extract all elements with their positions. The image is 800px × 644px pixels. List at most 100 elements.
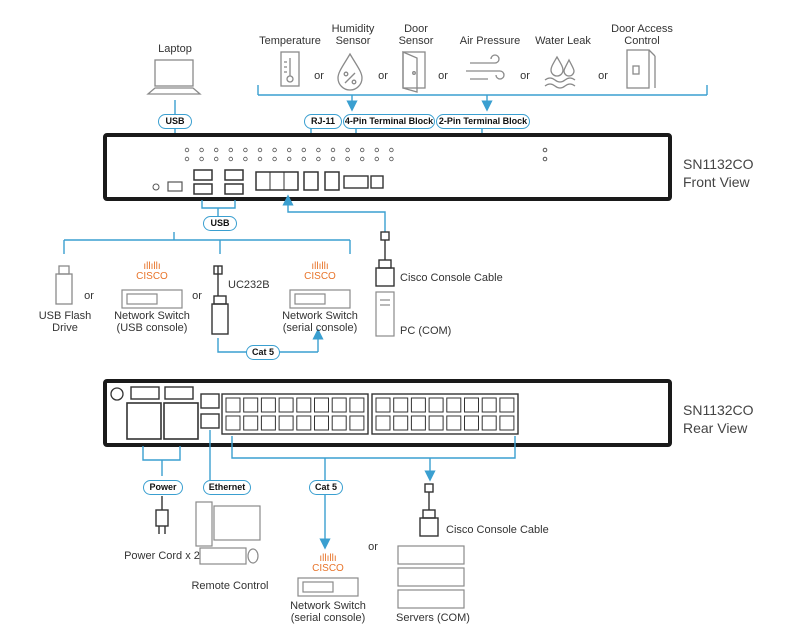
rj45-port (428, 397, 444, 413)
console-cable-icon (375, 231, 395, 287)
rear-switch-serial-icon (297, 577, 359, 597)
led-indicator (213, 156, 219, 162)
ethernet-connector-label: Ethernet (203, 480, 251, 495)
sensor-label-air-pressure: Air Pressure (459, 35, 521, 47)
led-indicator (374, 156, 379, 162)
usb-flash-drive-icon (55, 265, 73, 305)
led-indicator (360, 147, 365, 153)
rj45-port (464, 397, 479, 413)
pc-icon (375, 291, 395, 337)
water-leak-icon (544, 55, 576, 89)
rear-console-cable-label: Cisco Console Cable (446, 524, 549, 536)
rj45-port (393, 397, 409, 413)
rj11-connector-label: RJ-11 (304, 114, 342, 129)
rj45-port (393, 415, 409, 431)
switch-usb-label: Network Switch(USB console) (114, 310, 190, 334)
remote-control-icon (195, 501, 261, 565)
rj45-port (243, 415, 259, 431)
rj45-port (349, 415, 365, 431)
led-indicator (389, 156, 394, 162)
led-indicator (272, 147, 277, 153)
rj45-port (314, 397, 329, 413)
led-indicator (330, 147, 336, 153)
switch-serial-label: Network Switch(serial console) (282, 310, 358, 334)
led-indicator (389, 147, 394, 153)
air-pressure-icon (466, 54, 505, 80)
rj45-port (278, 397, 294, 413)
rj45-port (410, 397, 426, 413)
uc232b-adapter-icon (211, 265, 229, 335)
led-indicator (345, 147, 350, 153)
led-indicator (228, 156, 233, 162)
led-indicator (301, 147, 306, 153)
2pin-connector-label: 2-Pin Terminal Block (436, 114, 530, 129)
servers-label: Servers (COM) (396, 612, 470, 624)
rj45-port (499, 415, 515, 431)
front-device-name: SN1132CO (683, 156, 754, 172)
rear-switch-serial-label: Network Switch(serial console) (290, 600, 366, 624)
rj45-port (260, 415, 276, 431)
led-indicator (199, 147, 204, 153)
rj45-port (225, 415, 241, 431)
or-text: or (192, 290, 202, 302)
rj45-port (331, 397, 347, 413)
led-indicator (287, 147, 292, 153)
or-text: or (438, 70, 448, 82)
humidity-icon (337, 52, 363, 91)
rj45-port (446, 415, 462, 431)
rj45-port (296, 397, 312, 413)
rj45-port (260, 397, 276, 413)
led-indicator (228, 147, 233, 153)
rear-view-label: Rear View (683, 420, 748, 436)
or-text: or (598, 70, 608, 82)
4pin-connector-label: 4-Pin Terminal Block (343, 114, 435, 129)
rj45-port (296, 415, 312, 431)
led-indicator (257, 147, 263, 153)
rj45-port (278, 415, 294, 431)
rj45-port (446, 397, 462, 413)
console-cable-label: Cisco Console Cable (400, 272, 503, 284)
rj45-port (375, 397, 391, 413)
led-indicator (243, 156, 248, 162)
led-indicator (184, 147, 190, 153)
led-indicator (330, 156, 336, 162)
sensor-label-water-leak: Water Leak (535, 35, 591, 47)
thermometer-icon (280, 51, 300, 87)
cat5-front-connector-label: Cat 5 (246, 345, 280, 360)
rj45-port (314, 415, 329, 431)
or-text: or (378, 70, 388, 82)
servers-icon (397, 545, 465, 609)
rear-device-name: SN1132CO (683, 402, 754, 418)
remote-control-label: Remote Control (191, 580, 269, 592)
rj45-port (481, 397, 497, 413)
or-text: or (84, 290, 94, 302)
switch-usb-icon (121, 289, 183, 309)
laptop-label: Laptop (158, 43, 192, 55)
led-indicator (213, 147, 219, 153)
rear-panel (103, 379, 672, 447)
rj45-port (428, 415, 444, 431)
rj45-port (410, 415, 426, 431)
usb-bottom-connector-label: USB (203, 216, 237, 231)
led-indicator (257, 156, 263, 162)
led-indicator (374, 147, 379, 153)
power-connector-label: Power (143, 480, 183, 495)
led-indicator (272, 156, 277, 162)
power-cord-label: Power Cord x 2 (124, 550, 200, 562)
rj45-port (243, 397, 259, 413)
rj45-port (464, 415, 479, 431)
front-view-label: Front View (683, 174, 750, 190)
rj45-port (225, 397, 241, 413)
power-cord-icon (155, 496, 169, 534)
front-panel (103, 133, 672, 201)
sensor-label-temperature: Temperature (259, 35, 321, 47)
led-indicator (287, 156, 292, 162)
or-text: or (368, 541, 378, 553)
